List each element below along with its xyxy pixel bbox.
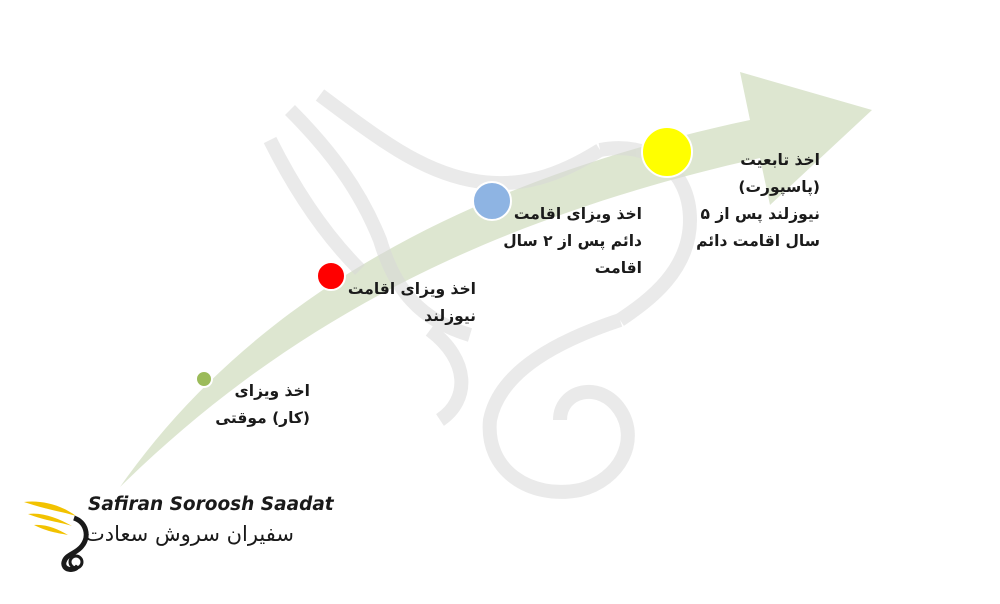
step-3-line-2: دائم پس از ۲ سال [503, 232, 642, 250]
step-1-line-1: اخذ ویزای [234, 382, 310, 400]
milestone-markers [195, 126, 693, 388]
step-4-line-2: (پاسپورت) [738, 178, 820, 196]
step-4-line-4: سال اقامت دائم [696, 232, 820, 250]
logo-english-name: Safiran Soroosh Saadat [88, 494, 334, 515]
step-4-line-1: اخذ تابعیت [740, 151, 820, 169]
step-2-line-1: اخذ ویزای اقامت [347, 280, 476, 298]
milestone-dot-4 [641, 126, 693, 178]
company-logo: Safiran Soroosh Saadat سفیران سروش سعادت [20, 492, 334, 584]
step-label-residence-visa: اخذ ویزای اقامت نیوزلند [328, 276, 476, 330]
step-label-citizenship: اخذ تابعیت (پاسپورت) نیوزلند پس از ۵ سال… [668, 147, 820, 255]
step-label-temporary-work-visa: اخذ ویزای (کار) موقتی [190, 378, 310, 432]
logo-persian-name: سفیران سروش سعادت [85, 522, 294, 546]
step-3-line-1: اخذ ویزای اقامت [513, 205, 642, 223]
milestone-dot-1 [195, 370, 213, 388]
step-4-line-3: نیوزلند پس از ۵ [700, 205, 820, 223]
milestone-dot-3 [472, 181, 512, 221]
step-2-line-2: نیوزلند [424, 307, 476, 325]
milestone-dot-2 [316, 261, 346, 291]
step-3-line-3: اقامت [594, 259, 642, 277]
step-label-permanent-residence: اخذ ویزای اقامت دائم پس از ۲ سال اقامت [500, 201, 642, 282]
step-1-line-2: (کار) موقتی [215, 409, 310, 427]
wing-logo-icon [24, 501, 89, 572]
swan-watermark [263, 89, 698, 499]
